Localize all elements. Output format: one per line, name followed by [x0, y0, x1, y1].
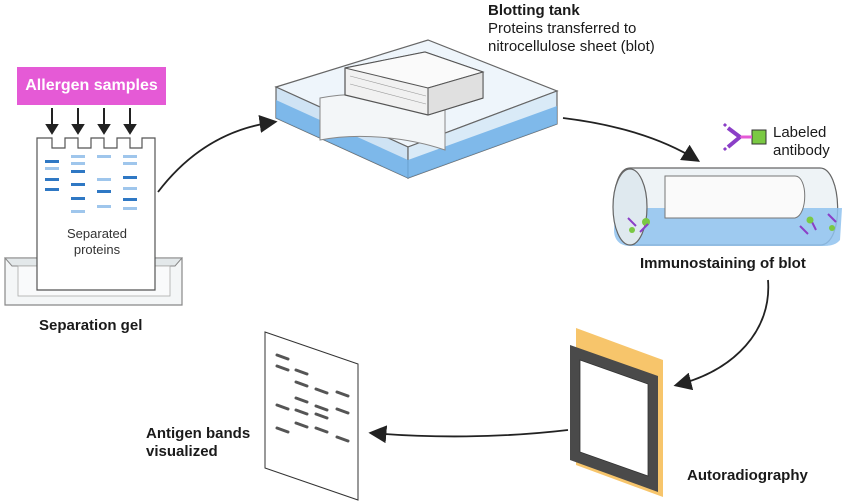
- labeled-antibody-icon: [722, 122, 767, 152]
- blotting-tank-title: Blotting tank: [488, 2, 580, 19]
- antigen-bands-sheet: [264, 331, 359, 501]
- allergen-samples-label: Allergen samples: [17, 67, 166, 105]
- labeled-antibody-label-1: Labeled: [773, 124, 827, 141]
- blotting-tank-desc-1: Proteins transferred to: [488, 20, 637, 37]
- arrow-immunostaining-to-autoradiography: [673, 279, 770, 391]
- autoradiography-film: [570, 328, 663, 497]
- separated-proteins-label: Separated proteins: [67, 226, 127, 257]
- sample-arrows: [45, 108, 137, 135]
- arrow-tank-to-immunostaining: [562, 117, 701, 162]
- autoradiography-label: Autoradiography: [687, 467, 808, 484]
- arrow-gel-to-tank: [157, 115, 278, 193]
- process-arrows: [157, 115, 770, 444]
- antigen-bands-label-2: visualized: [146, 443, 218, 460]
- separation-gel-label: Separation gel: [39, 317, 143, 334]
- antigen-bands-label-1: Antigen bands: [146, 425, 251, 442]
- arrow-autoradiography-to-bands: [368, 425, 569, 444]
- immunostaining-label: Immunostaining of blot: [640, 255, 806, 272]
- blotting-tank: [274, 39, 559, 179]
- blotting-tank-desc-2: nitrocellulose sheet (blot): [488, 38, 655, 55]
- protein-bands: [45, 155, 137, 213]
- immunostaining-tank: [612, 167, 842, 246]
- labeled-antibody-label-2: antibody: [773, 142, 830, 159]
